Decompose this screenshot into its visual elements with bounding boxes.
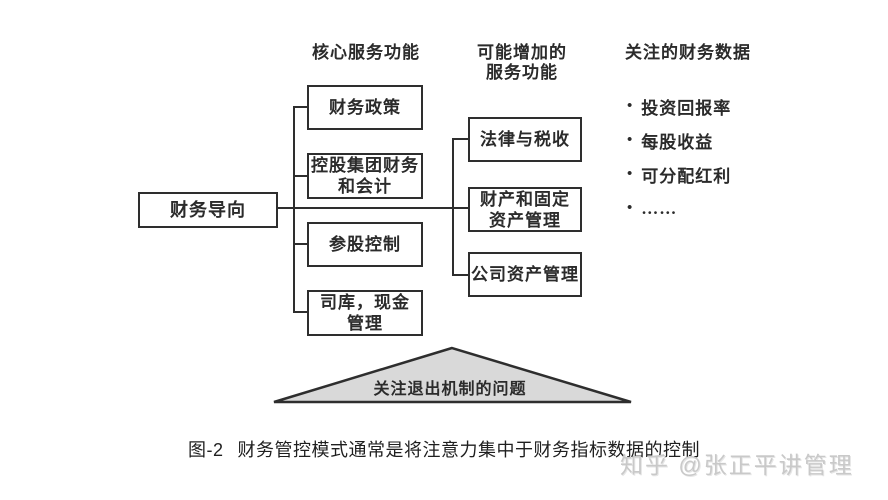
list-item-label: 每股收益: [641, 133, 714, 152]
column-header-core-services: 核心服务功能: [312, 43, 420, 62]
bullet-icon: •: [627, 200, 634, 216]
box-holding-group-finance-accounting: 控股集团财务 和会计: [307, 153, 423, 199]
connector-main-horizontal: [277, 207, 468, 209]
bullet-icon: •: [627, 98, 634, 114]
list-item-label: ……: [641, 198, 678, 218]
column-header-watched-data: 关注的财务数据: [625, 43, 751, 62]
list-item: • 可分配红利: [627, 164, 732, 186]
bullet-icon: •: [627, 132, 634, 148]
connector-branch-corporate-assets: [452, 274, 470, 276]
bullet-icon: •: [627, 166, 634, 182]
list-item: • 投资回报率: [627, 96, 732, 118]
watched-financial-data-list: • 投资回报率 • 每股收益 • 可分配红利 • ……: [627, 96, 731, 232]
box-law-and-tax: 法律与税收: [468, 117, 582, 162]
figure-caption-tag: 图-2: [187, 440, 224, 460]
connector-trunk-added: [452, 138, 454, 276]
box-treasury-cash-management: 司库，现金 管理: [307, 290, 423, 336]
box-financial-policy: 财务政策: [307, 85, 423, 130]
connector-trunk-core: [293, 106, 295, 313]
list-item: • 每股收益: [627, 130, 731, 152]
box-financial-orientation: 财务导向: [138, 192, 278, 228]
figure-caption-text: 财务管控模式通常是将注意力集中于财务指标数据的控制: [237, 440, 700, 460]
connector-branch-equity-control: [293, 243, 309, 245]
column-header-added-services: 可能增加的 服务功能: [477, 43, 567, 82]
exit-mechanism-triangle: [273, 346, 632, 404]
list-item: • ……: [627, 198, 731, 219]
connector-branch-holding-finance: [293, 175, 309, 177]
box-equity-participation-control: 参股控制: [307, 222, 423, 267]
zhihu-watermark: 知乎 @张正平讲管理: [620, 452, 854, 478]
list-item-label: 投资回报率: [641, 99, 732, 118]
list-item-label: 可分配红利: [641, 167, 732, 186]
triangle-label: 关注退出机制的问题: [373, 381, 527, 398]
figure-caption: 图-2 财务管控模式通常是将注意力集中于财务指标数据的控制: [0, 436, 888, 462]
connector-branch-financial-policy: [293, 106, 309, 108]
box-property-fixed-asset-management: 财产和固定 资产管理: [468, 187, 582, 232]
box-corporate-asset-management: 公司资产管理: [468, 252, 582, 297]
connector-branch-treasury: [293, 311, 309, 313]
connector-branch-law-tax: [452, 138, 470, 140]
